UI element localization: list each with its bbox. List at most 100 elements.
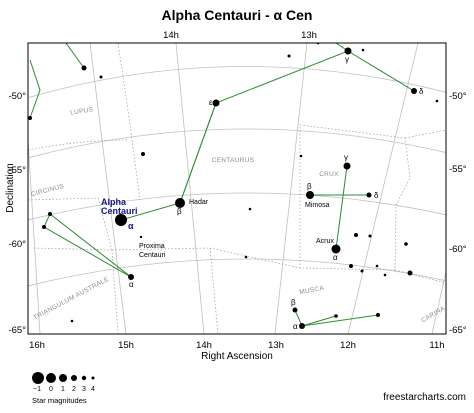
label-musca: MUSCA bbox=[299, 285, 325, 296]
star-alpha-centauri bbox=[115, 214, 127, 226]
dec-right-50: -50° bbox=[449, 91, 467, 102]
star-tra-beta bbox=[42, 225, 46, 229]
boundary-right bbox=[404, 129, 446, 139]
label-hadar: Hadar bbox=[189, 199, 209, 206]
star-labels: Alpha Centauri α Hadar β Proxima Centaur… bbox=[101, 55, 424, 331]
ra-top-13h: 13h bbox=[301, 30, 317, 41]
boundary-musca-carina bbox=[394, 269, 446, 284]
constellation-labels: LUPUS CENTAURUS CRUX CIRCINUS TRIANGULUM… bbox=[30, 106, 446, 324]
musca-lines bbox=[294, 309, 379, 327]
dec-line-50 bbox=[28, 66, 446, 99]
boundary-centaurus-circinus bbox=[28, 197, 113, 251]
star-field-6 bbox=[354, 233, 358, 237]
legend-num-3: 3 bbox=[82, 386, 86, 393]
label-mimosa-greek: β bbox=[307, 182, 312, 191]
dec-line-65 bbox=[28, 258, 446, 287]
star-cen-gamma bbox=[344, 47, 352, 55]
legend-num-4: 4 bbox=[91, 386, 95, 393]
label-carina: CARINA bbox=[420, 305, 447, 324]
constellation-lines bbox=[29, 43, 415, 327]
label-acrux-greek: α bbox=[333, 253, 338, 262]
label-proxima-line1: Proxima bbox=[139, 243, 165, 250]
star-field-1 bbox=[99, 75, 103, 79]
boundary-centaurus-musca bbox=[111, 247, 211, 251]
star-lupus-2 bbox=[28, 116, 32, 120]
ra-line-15h bbox=[89, 43, 127, 334]
label-cru-delta: δ bbox=[374, 191, 379, 200]
legend-dot-mag-3 bbox=[81, 375, 87, 381]
star-mus-gamma bbox=[334, 314, 338, 318]
star-mus-alpha bbox=[299, 323, 305, 329]
star-field-15 bbox=[299, 154, 303, 158]
boundary-musca-top bbox=[209, 247, 301, 269]
star-field-16 bbox=[435, 99, 439, 103]
lupus-lines bbox=[29, 59, 41, 119]
star-field-17 bbox=[70, 319, 74, 323]
ra-line-16h bbox=[28, 133, 41, 334]
label-tra-alpha: α bbox=[129, 280, 134, 289]
star-cen-epsilon bbox=[212, 99, 220, 107]
dec-line-55 bbox=[28, 128, 446, 159]
star-cen-delta bbox=[411, 88, 417, 94]
label-proxima-line2: Centauri bbox=[139, 252, 166, 259]
x-axis-title: Right Ascension bbox=[201, 351, 273, 362]
label-mimosa: Mimosa bbox=[305, 202, 330, 209]
ra-bottom-14h: 14h bbox=[196, 340, 212, 351]
triangulum-lines bbox=[43, 213, 132, 278]
star-field-10 bbox=[375, 264, 379, 268]
crux-lines bbox=[335, 165, 348, 250]
label-centaurus: CENTAURUS bbox=[212, 157, 255, 164]
star-field-8 bbox=[349, 264, 353, 268]
boundary-triangulum bbox=[33, 247, 119, 334]
ra-grid bbox=[28, 43, 446, 334]
boundary-lupus-centaurus bbox=[117, 43, 141, 201]
star-field-2 bbox=[141, 152, 145, 156]
star-field-7 bbox=[368, 234, 372, 238]
ra-line-12h bbox=[347, 43, 419, 334]
label-mus-alpha: α bbox=[293, 322, 298, 331]
label-cen-gamma: γ bbox=[345, 55, 349, 64]
map-frame bbox=[27, 42, 447, 335]
star-field-12 bbox=[404, 242, 408, 246]
musca-lines-2 bbox=[301, 315, 337, 327]
legend-dot-mag-minus1 bbox=[32, 372, 44, 384]
ra-bottom-11h: 11h bbox=[429, 340, 444, 351]
dec-left-55: -55° bbox=[8, 165, 26, 176]
ra-ticks-bottom: 16h 15h 14h 13h 12h 11h bbox=[29, 340, 445, 351]
dec-right-65: -65° bbox=[449, 325, 467, 336]
star-tra-gamma bbox=[48, 212, 52, 216]
magnitude-legend: −1 0 1 2 3 4 Star magnitudes bbox=[32, 372, 95, 405]
star-field-4 bbox=[248, 207, 252, 211]
site-credit: freestarcharts.com bbox=[383, 392, 466, 403]
ra-bottom-16h: 16h bbox=[29, 340, 45, 351]
dec-grid bbox=[28, 66, 446, 287]
label-alpha-centauri-greek: α bbox=[128, 221, 134, 231]
label-cen-epsilon: ε bbox=[209, 98, 213, 107]
star-tra-alpha bbox=[128, 274, 134, 280]
star-field-18 bbox=[361, 48, 365, 52]
star-field-3 bbox=[287, 54, 291, 58]
dec-ticks-left: -50° -55° -60° -65° bbox=[8, 91, 26, 336]
stars bbox=[28, 43, 439, 329]
label-circinus: CIRCINUS bbox=[30, 183, 65, 199]
dec-left-60: -60° bbox=[8, 239, 26, 250]
legend-num-1: 1 bbox=[61, 386, 65, 393]
label-cru-gamma: γ bbox=[344, 153, 348, 162]
label-alpha-centauri-line2: Centauri bbox=[101, 206, 138, 216]
legend-dot-mag-2 bbox=[71, 375, 77, 381]
legend-dot-mag-0 bbox=[46, 373, 56, 383]
dec-ticks-right: -50° -55° -60° -65° bbox=[449, 91, 467, 336]
y-axis-title: Declination bbox=[5, 163, 16, 212]
star-lupus-1 bbox=[81, 65, 87, 71]
map-area: LUPUS CENTAURUS CRUX CIRCINUS TRIANGULUM… bbox=[28, 43, 446, 334]
star-proxima bbox=[139, 235, 143, 239]
boundary-musca-bottom bbox=[209, 247, 219, 334]
ra-top-14h: 14h bbox=[163, 30, 179, 41]
ra-line-14h bbox=[175, 43, 205, 334]
legend-dot-mag-4 bbox=[91, 376, 95, 380]
chart-title: Alpha Centauri - α Cen bbox=[162, 7, 313, 23]
star-field-14 bbox=[383, 273, 387, 277]
label-crux: CRUX bbox=[319, 171, 339, 178]
dec-left-50: -50° bbox=[8, 91, 26, 102]
